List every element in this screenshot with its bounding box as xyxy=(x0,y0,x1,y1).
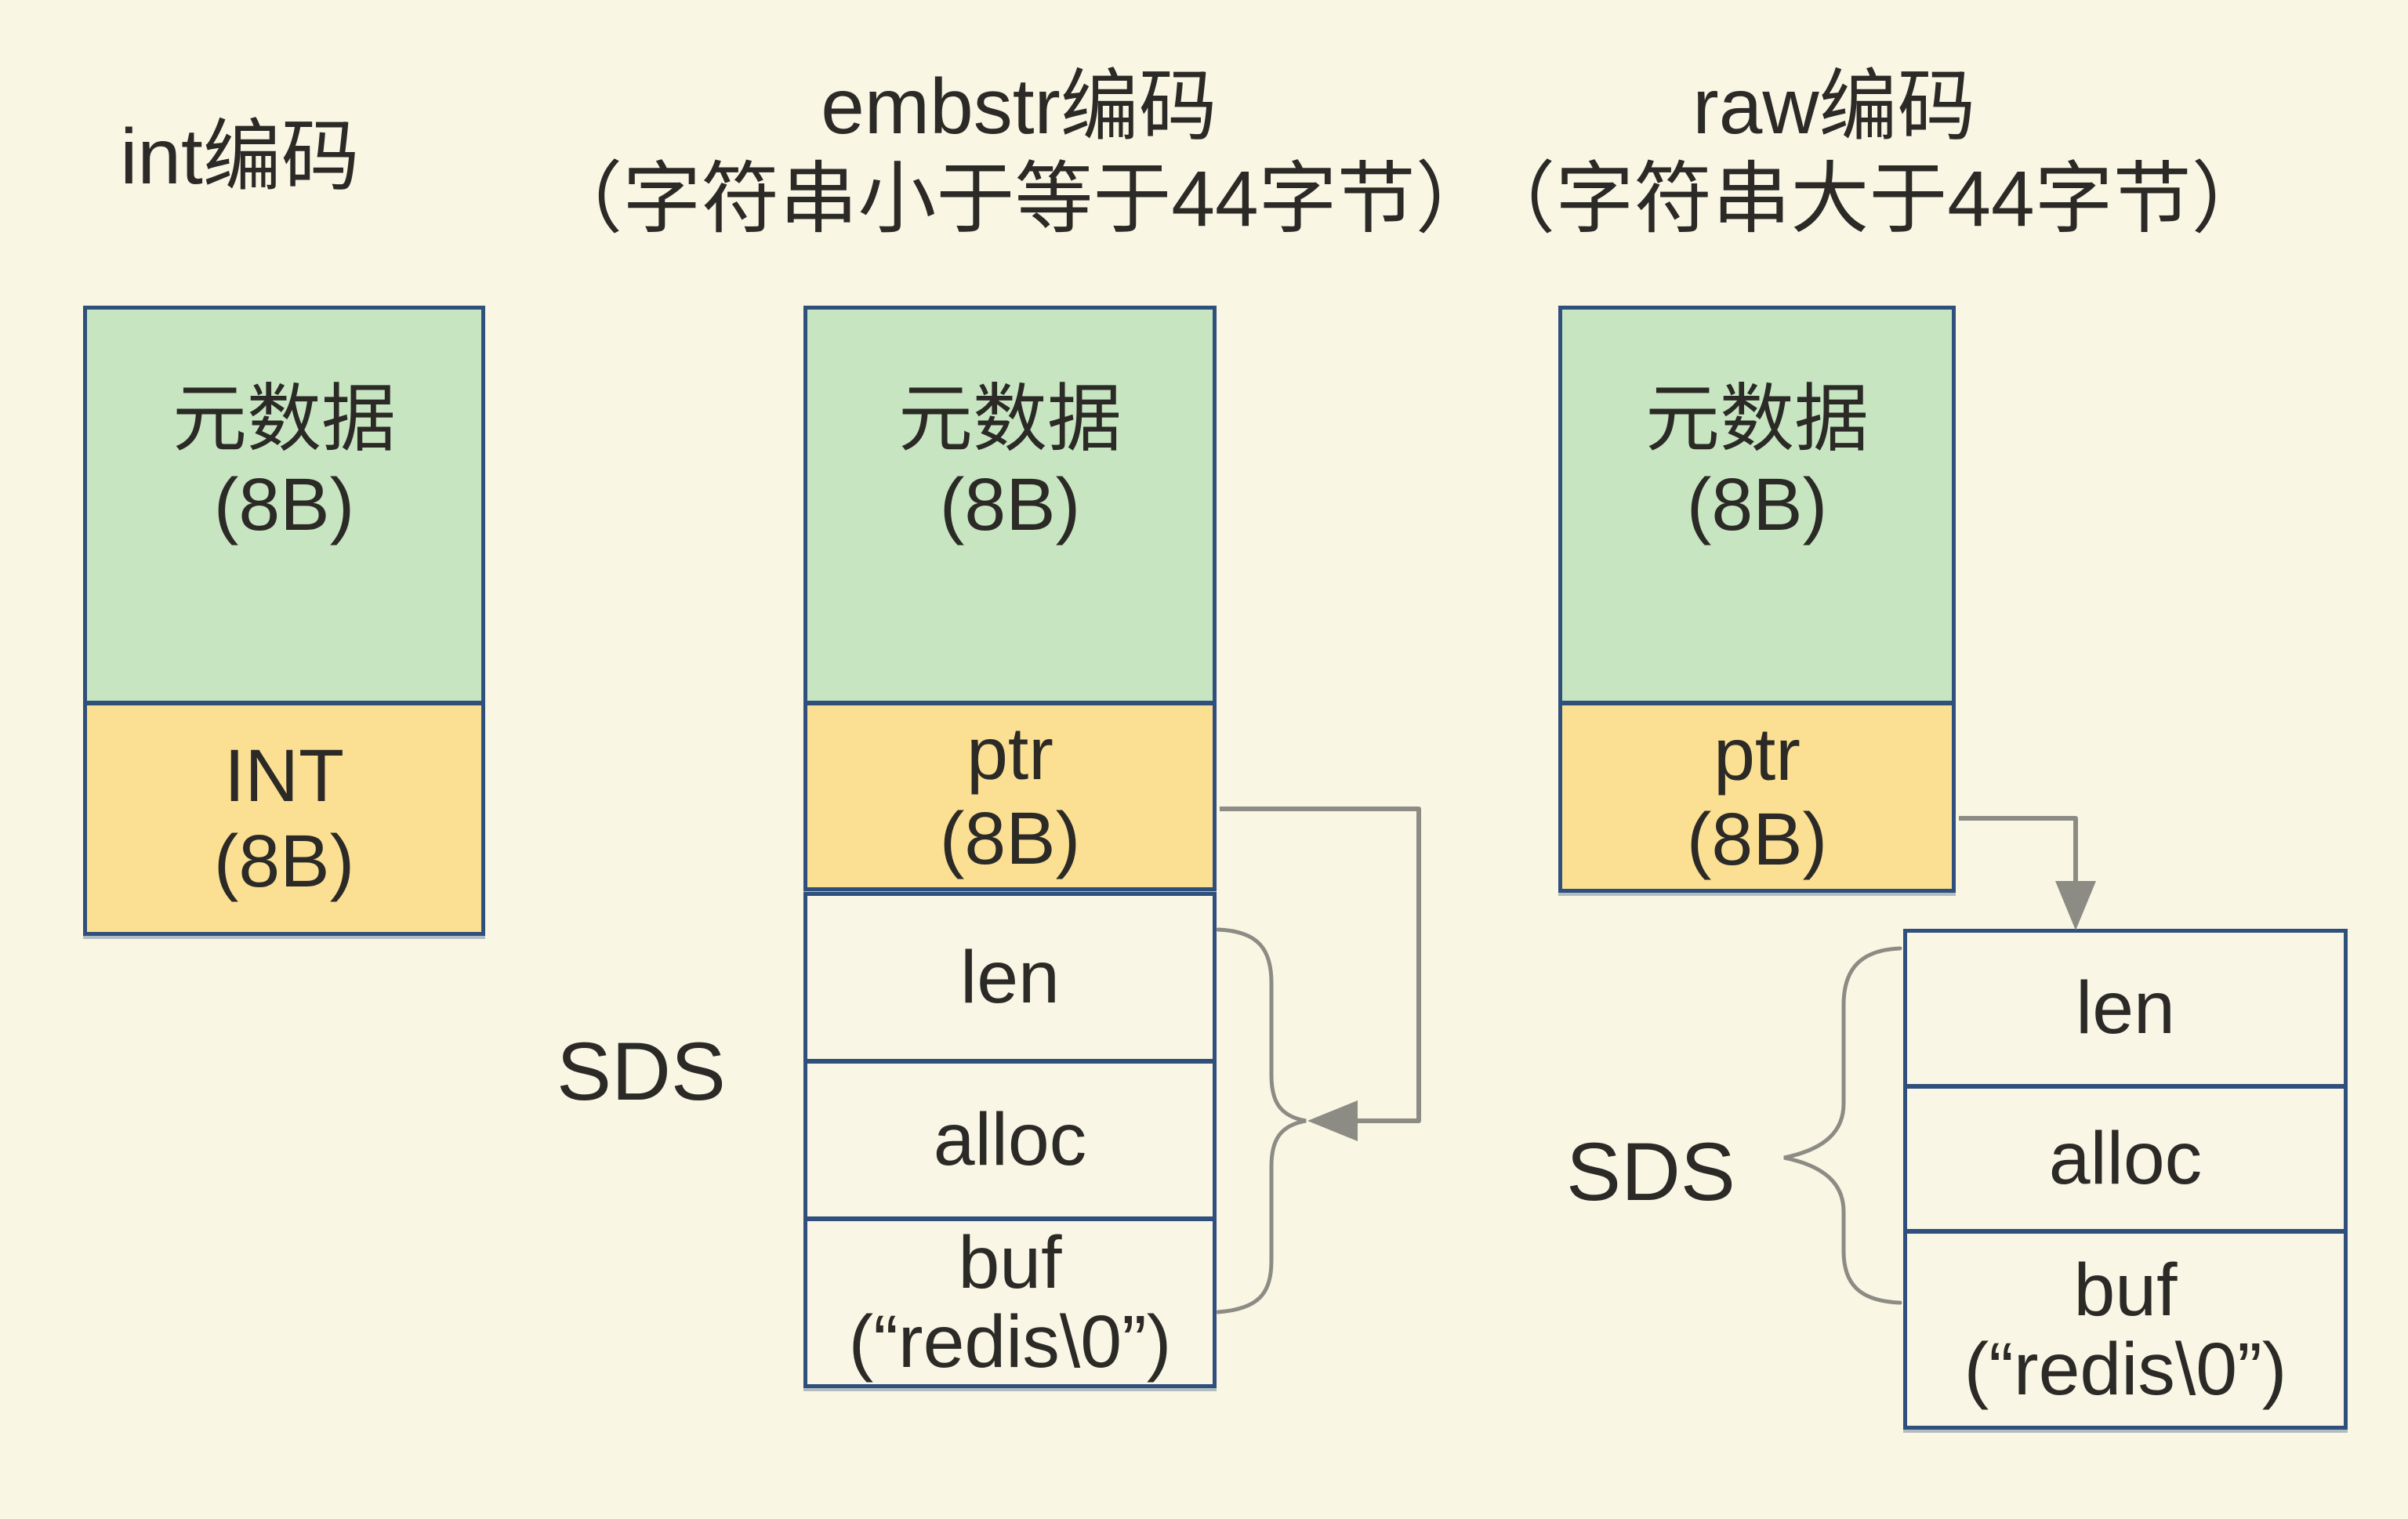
metadata-label: 元数据 xyxy=(898,378,1122,462)
ptr-size-label: (8B) xyxy=(1686,798,1828,881)
ptr-label: ptr xyxy=(966,712,1054,796)
raw-len-box: len xyxy=(1903,929,2348,1088)
raw-alloc-box: alloc xyxy=(1903,1085,2348,1233)
raw-ptr-arrowhead-icon xyxy=(2055,881,2096,930)
raw-ptr-arrow xyxy=(1959,816,2078,886)
metadata-size-label: (8B) xyxy=(939,462,1081,546)
sds-label-embstr: SDS xyxy=(557,1025,726,1118)
title-int-encoding: int编码 xyxy=(120,113,360,201)
alloc-label: alloc xyxy=(933,1098,1087,1182)
embstr-metadata-box: 元数据 (8B) xyxy=(803,306,1217,705)
embstr-buf-box: buf (“redis\0”) xyxy=(803,1217,1217,1388)
title-embstr-condition: （字符串小于等于44字节） xyxy=(544,155,1494,243)
embstr-ptr-arrowhead-icon xyxy=(1307,1100,1358,1141)
embstr-len-box: len xyxy=(803,892,1217,1063)
metadata-label: 元数据 xyxy=(1645,378,1869,462)
buf-value-label: (“redis\0”) xyxy=(1964,1327,2287,1411)
int-value-box: INT (8B) xyxy=(83,701,485,936)
alloc-label: alloc xyxy=(2048,1117,2203,1201)
metadata-label: 元数据 xyxy=(172,378,396,462)
raw-ptr-box: ptr (8B) xyxy=(1558,701,1956,893)
embstr-ptr-arrow xyxy=(1220,807,1421,1123)
raw-metadata-box: 元数据 (8B) xyxy=(1558,306,1956,705)
embstr-sds-brace-icon xyxy=(1216,927,1307,1314)
embstr-alloc-box: alloc xyxy=(803,1060,1217,1220)
int-metadata-box: 元数据 (8B) xyxy=(83,306,485,705)
ptr-size-label: (8B) xyxy=(939,797,1081,880)
buf-label: buf xyxy=(2073,1248,2178,1332)
len-label: len xyxy=(960,935,1060,1019)
metadata-size-label: (8B) xyxy=(213,462,355,546)
ptr-label: ptr xyxy=(1714,712,1801,796)
buf-label: buf xyxy=(958,1221,1062,1305)
int-label: INT xyxy=(223,734,345,818)
title-raw-condition: （字符串大于44字节） xyxy=(1477,155,2270,243)
metadata-size-label: (8B) xyxy=(1686,462,1828,546)
len-label: len xyxy=(2076,966,2175,1050)
raw-buf-box: buf (“redis\0”) xyxy=(1903,1230,2348,1430)
title-raw-encoding: raw编码 xyxy=(1692,63,1976,150)
int-size-label: (8B) xyxy=(213,819,355,903)
embstr-ptr-box: ptr (8B) xyxy=(803,701,1217,891)
buf-value-label: (“redis\0”) xyxy=(848,1300,1172,1383)
raw-sds-brace-icon xyxy=(1783,946,1902,1305)
sds-label-raw: SDS xyxy=(1566,1126,1735,1218)
title-embstr-encoding: embstr编码 xyxy=(821,63,1217,150)
